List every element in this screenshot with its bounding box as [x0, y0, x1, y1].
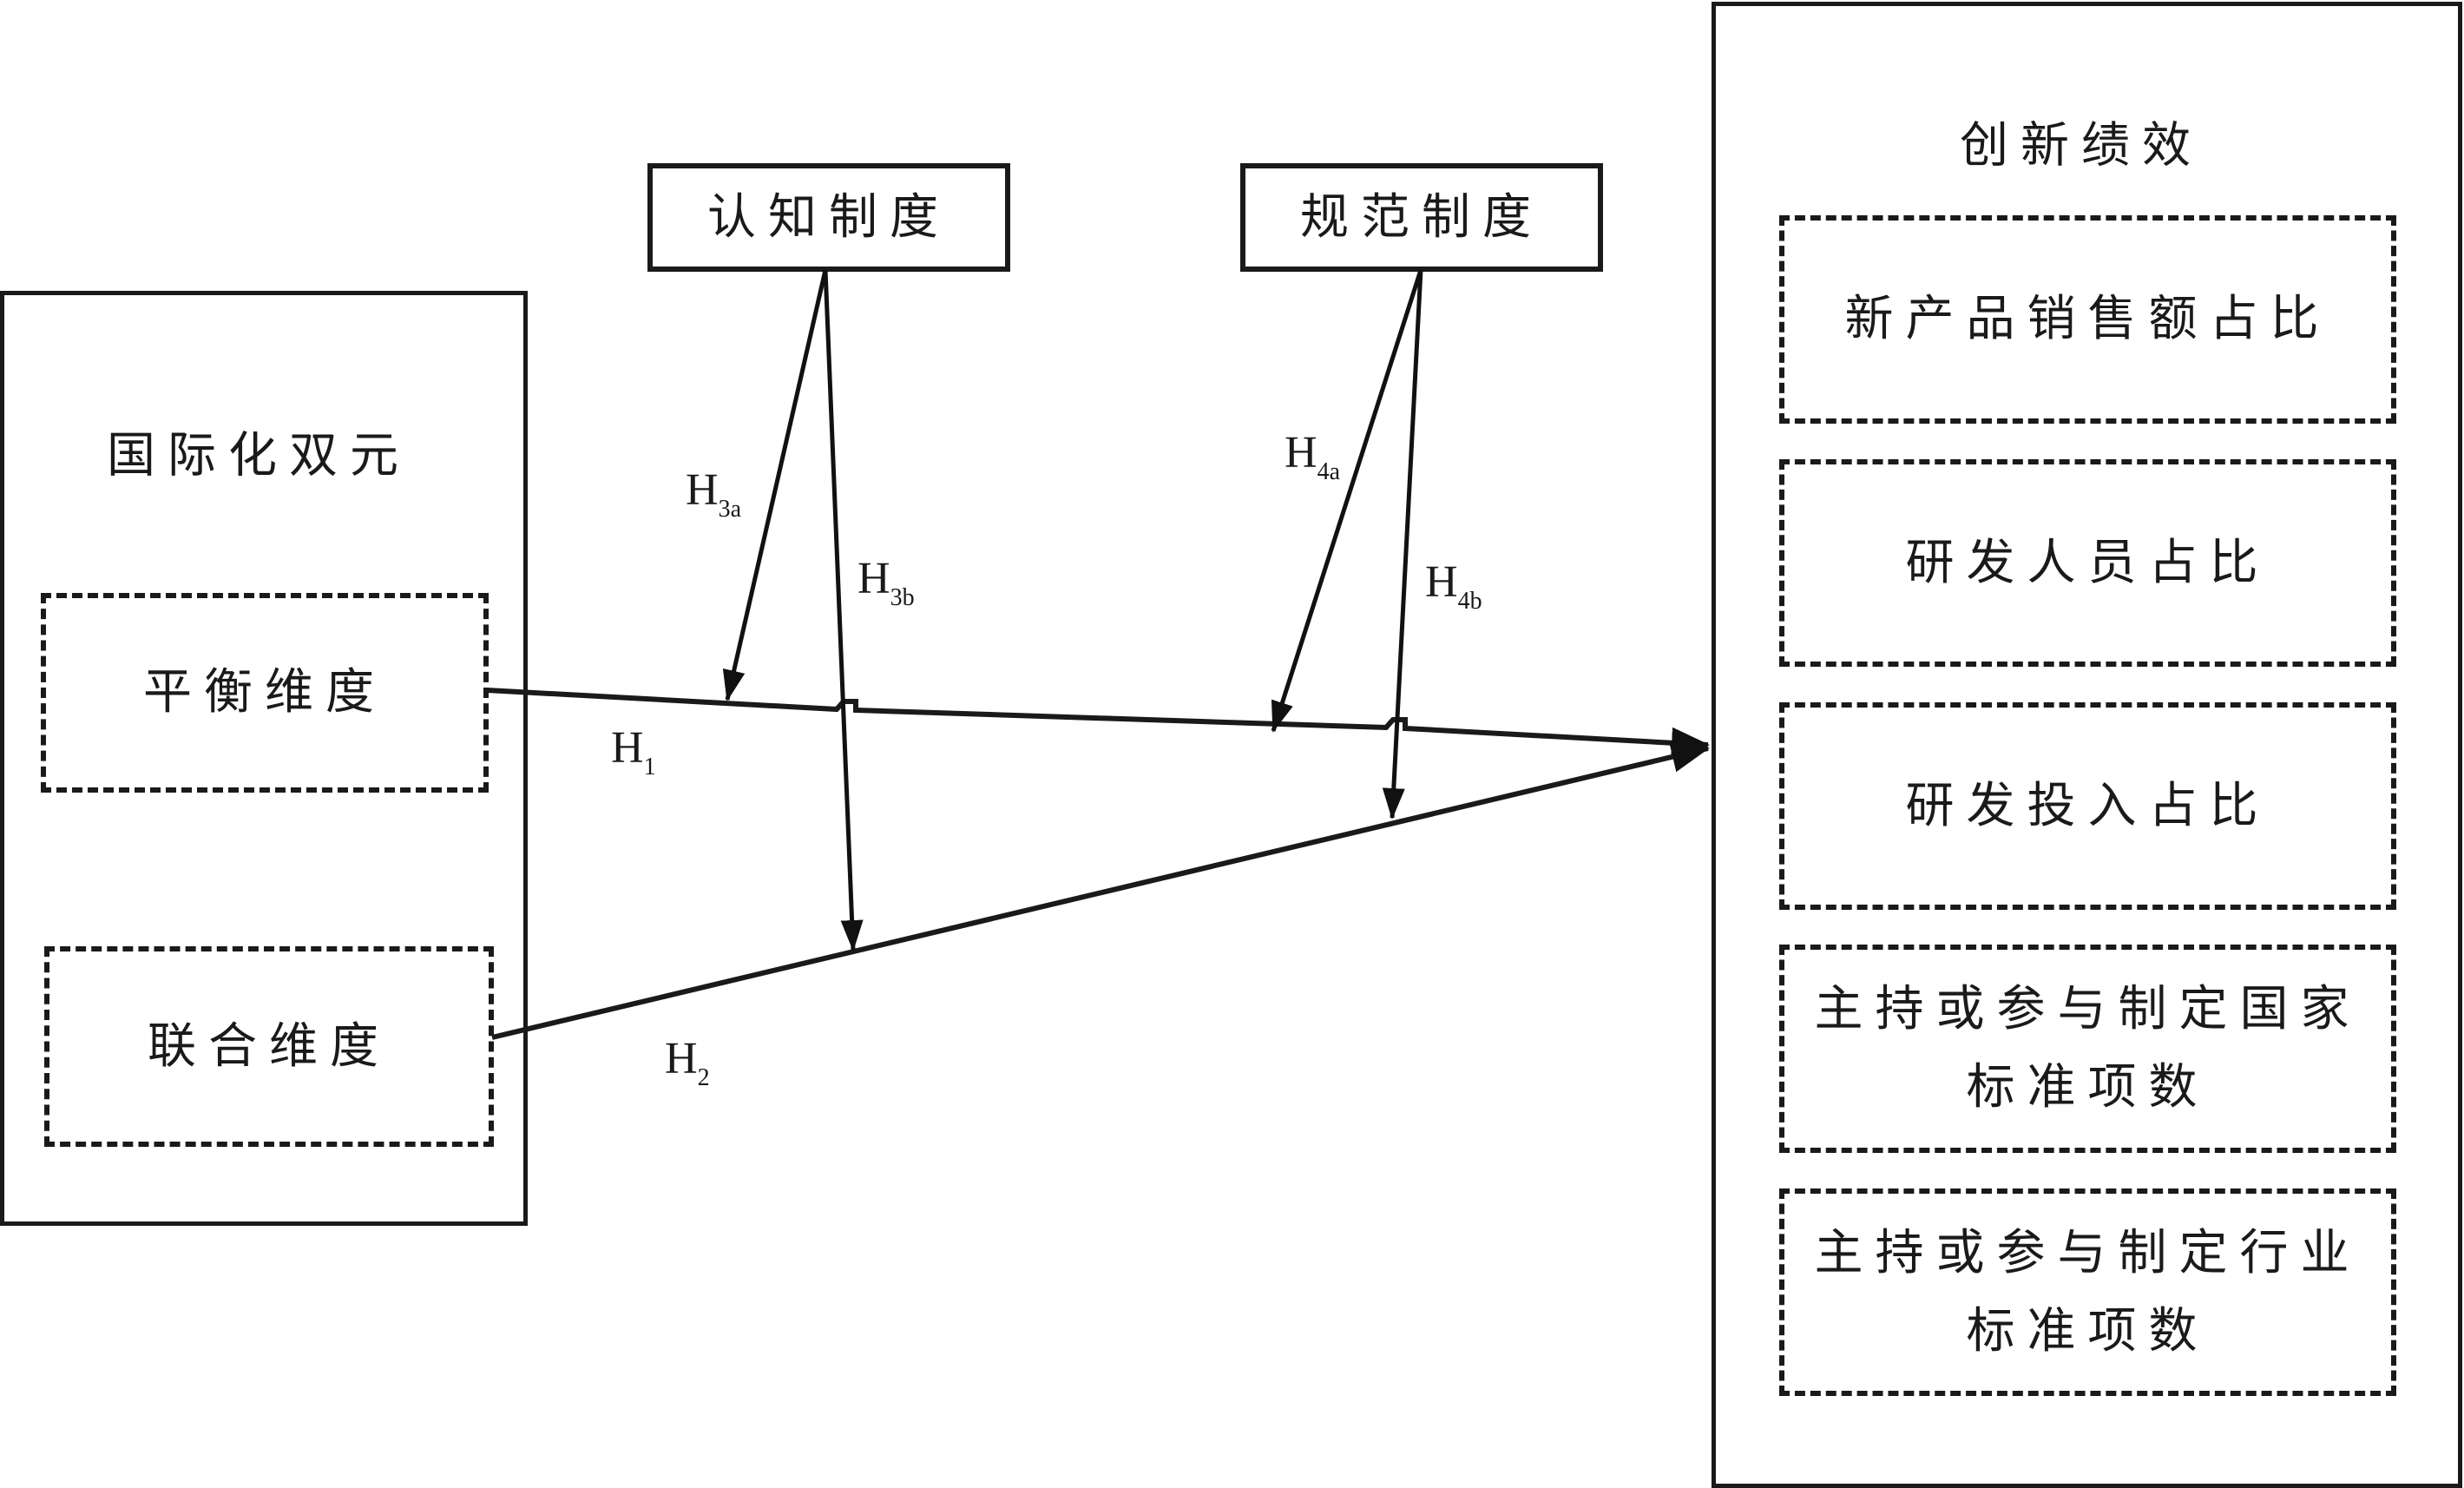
normative-institution-label: 规范制度 — [1300, 188, 1543, 246]
indicator-new-product-sales: 新产品销售额占比 — [1779, 215, 2396, 424]
cognitive-institution-box: 认知制度 — [647, 163, 1010, 272]
h4a-arrow — [1271, 269, 1423, 733]
indicator-industry-standards: 主持或参与制定行业 标准项数 — [1779, 1188, 2396, 1396]
indicator-label: 新产品销售额占比 — [1844, 291, 2331, 347]
h3b-arrow — [823, 269, 864, 951]
combination-dimension-box: 联合维度 — [44, 946, 494, 1147]
indicator-label: 研发投入占比 — [1905, 777, 2270, 834]
indicator-national-standards: 主持或参与制定国家 标准项数 — [1779, 945, 2396, 1153]
h1-arrow — [486, 688, 1710, 759]
h2-label: H2 — [665, 1034, 710, 1091]
indicator-label-line2: 标准项数 — [1966, 1302, 2210, 1360]
international-ambidexterity-box — [0, 291, 528, 1226]
innovation-performance-title: 创新绩效 — [1960, 117, 2203, 174]
balance-dimension-box: 平衡维度 — [41, 593, 489, 793]
indicator-rd-investment: 研发投入占比 — [1779, 702, 2396, 910]
cognitive-institution-label: 认知制度 — [707, 188, 950, 246]
h3a-arrow — [722, 269, 828, 701]
combination-dimension-label: 联合维度 — [148, 1017, 391, 1075]
h1-label: H1 — [611, 723, 656, 780]
balance-dimension-label: 平衡维度 — [143, 664, 386, 721]
indicator-rd-personnel: 研发人员占比 — [1779, 459, 2396, 667]
innovation-performance-box — [1712, 2, 2462, 1488]
indicator-label: 研发人员占比 — [1905, 534, 2270, 591]
indicator-label-line2: 标准项数 — [1966, 1059, 2210, 1116]
h3b-label: H3b — [857, 554, 915, 611]
international-ambidexterity-title: 国际化双元 — [107, 427, 411, 484]
indicator-label-line1: 主持或参与制定行业 — [1814, 1224, 2362, 1281]
h4a-label: H4a — [1285, 428, 1340, 485]
h2-arrow — [491, 741, 1710, 1040]
h3a-label: H3a — [686, 465, 741, 523]
indicator-label-line1: 主持或参与制定国家 — [1814, 981, 2362, 1037]
h4b-arrow — [1382, 269, 1423, 820]
normative-institution-box: 规范制度 — [1240, 163, 1603, 272]
h4b-label: H4b — [1425, 557, 1482, 615]
